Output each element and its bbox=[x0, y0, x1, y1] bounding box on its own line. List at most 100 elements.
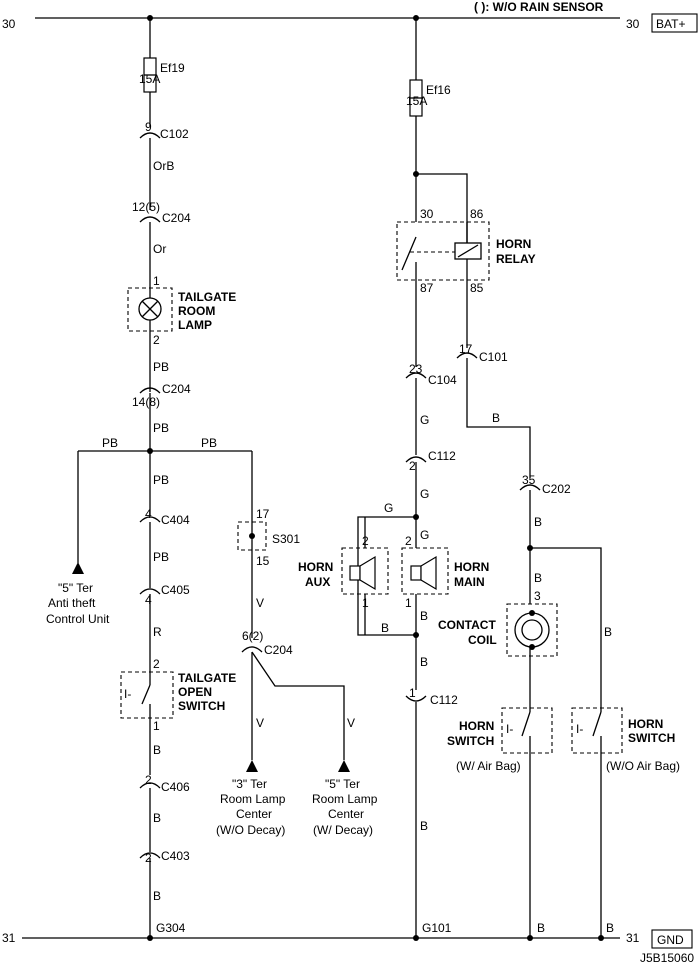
c112-a-pin: 2 bbox=[409, 459, 416, 473]
wire-r: R bbox=[153, 625, 162, 639]
c406-pin: 2 bbox=[145, 773, 152, 787]
horn-switch-airbag-symbol: I- bbox=[506, 722, 513, 736]
c102-pin: 9 bbox=[145, 120, 152, 134]
horn-switch-noairbag-contact bbox=[592, 711, 602, 737]
c406-label: C406 bbox=[161, 780, 190, 794]
sw-pin2: 2 bbox=[153, 657, 160, 671]
horn-switch-airbag-contact bbox=[521, 711, 531, 737]
hsw1-note: (W/ Air Bag) bbox=[456, 759, 521, 773]
connector-c104 bbox=[405, 372, 427, 379]
main-pin2: 2 bbox=[405, 534, 412, 548]
connector-c404 bbox=[139, 516, 161, 523]
fuse-ef19-name: Ef19 bbox=[160, 61, 185, 75]
connector-c112-a bbox=[405, 456, 427, 463]
ground-g101: G101 bbox=[422, 921, 452, 935]
connector-c204-a bbox=[139, 216, 161, 223]
c112-a-label: C112 bbox=[428, 449, 456, 463]
main-name-1: HORN bbox=[454, 560, 489, 574]
c404-label: C404 bbox=[161, 513, 190, 527]
s301-label: S301 bbox=[272, 532, 300, 546]
switch-contact bbox=[141, 684, 151, 705]
connector-c101 bbox=[456, 352, 478, 359]
c204-a-pin: 12(5) bbox=[132, 200, 160, 214]
switch-symbol: I- bbox=[124, 687, 131, 701]
contact-coil-box bbox=[506, 603, 558, 657]
contact-coil-inner bbox=[521, 619, 543, 641]
wire-b-r5: B bbox=[420, 609, 428, 623]
horn-aux-icon-body bbox=[349, 565, 361, 581]
horn-switch-airbag-box bbox=[501, 707, 553, 754]
fuse-ef16-amp: 15A bbox=[406, 94, 427, 108]
ground-node-g304 bbox=[147, 935, 153, 941]
antitheft-2: Anti theft bbox=[48, 596, 96, 610]
horn-main-box bbox=[401, 547, 449, 595]
c104-label: C104 bbox=[428, 373, 457, 387]
wire-b-r4: B bbox=[604, 625, 612, 639]
c202-label: C202 bbox=[542, 482, 571, 496]
c403-pin: 2 bbox=[145, 851, 152, 865]
ground-node-hsw2 bbox=[598, 935, 604, 941]
wire-b-r6: B bbox=[381, 621, 389, 635]
wire-orb: OrB bbox=[153, 159, 174, 173]
room3-4: (W/O Decay) bbox=[216, 823, 285, 837]
antitheft-3: Control Unit bbox=[46, 612, 110, 626]
c405-label: C405 bbox=[161, 583, 190, 597]
diagram-id: J5B15060 bbox=[640, 951, 694, 965]
c202-pin: 35 bbox=[522, 473, 536, 487]
c204-c-label: C204 bbox=[264, 643, 293, 657]
gnd-left-num: 31 bbox=[2, 931, 16, 945]
connector-c405 bbox=[139, 588, 161, 595]
wire-pb-3: PB bbox=[153, 473, 169, 487]
wire-pb-right: PB bbox=[201, 436, 217, 450]
relay-pin85: 85 bbox=[470, 281, 484, 295]
hsw2-name-2: SWITCH bbox=[628, 731, 675, 745]
wire-g-1: G bbox=[420, 413, 429, 427]
hsw2-name-1: HORN bbox=[628, 717, 663, 731]
wire-b-l1: B bbox=[153, 743, 161, 757]
connector-c102 bbox=[139, 132, 161, 139]
horn-switch-noairbag-box bbox=[571, 707, 623, 754]
aux-name-2: AUX bbox=[305, 575, 330, 589]
relay-switch-contact bbox=[401, 236, 417, 271]
s301-pin17: 17 bbox=[256, 507, 270, 521]
room5-terminal bbox=[338, 760, 350, 772]
room3-3: Center bbox=[236, 807, 272, 821]
c104-pin: 23 bbox=[409, 362, 423, 376]
fuse-ef19-amp: 15A bbox=[139, 72, 160, 86]
wire-b-r7: B bbox=[420, 819, 428, 833]
lamp-pin2: 2 bbox=[153, 333, 160, 347]
horn-main-icon-body bbox=[410, 565, 422, 581]
wire-v-3: V bbox=[347, 716, 355, 730]
wire-g-2: G bbox=[420, 487, 429, 501]
sw-name-1: TAILGATE bbox=[178, 671, 236, 685]
bat-left-num: 30 bbox=[2, 17, 16, 31]
sw-pin1: 1 bbox=[153, 719, 160, 733]
gnd-rail-box bbox=[651, 929, 693, 949]
room5-1: "5" Ter bbox=[325, 777, 360, 791]
ground-node-hsw1 bbox=[527, 935, 533, 941]
relay-name-2: RELAY bbox=[496, 252, 536, 266]
c204-a-label: C204 bbox=[162, 211, 191, 225]
c403-label: C403 bbox=[161, 849, 190, 863]
aux-pin2: 2 bbox=[362, 534, 369, 548]
c112-b-label: C112 bbox=[430, 693, 458, 707]
wire-pb-4: PB bbox=[153, 550, 169, 564]
connector-c204-c bbox=[241, 646, 263, 653]
wire-b-l3: B bbox=[153, 889, 161, 903]
relay-name-1: HORN bbox=[496, 237, 531, 251]
connector-c204-b bbox=[139, 387, 161, 394]
horn-main-icon bbox=[420, 555, 437, 591]
s301-pin15: 15 bbox=[256, 554, 270, 568]
wire-g-4: G bbox=[420, 528, 429, 542]
connector-c406 bbox=[139, 782, 161, 789]
wire-pb-2: PB bbox=[153, 421, 169, 435]
connector-c202 bbox=[519, 484, 541, 491]
gnd-rail-label: GND bbox=[657, 933, 684, 947]
wire-b-r8: B bbox=[537, 921, 545, 935]
relay-pin87: 87 bbox=[420, 281, 434, 295]
room5-4: (W/ Decay) bbox=[313, 823, 373, 837]
c404-pin: 4 bbox=[145, 507, 152, 521]
ground-g304: G304 bbox=[156, 921, 186, 935]
relay-pin86: 86 bbox=[470, 207, 484, 221]
sw-name-2: OPEN bbox=[178, 685, 212, 699]
